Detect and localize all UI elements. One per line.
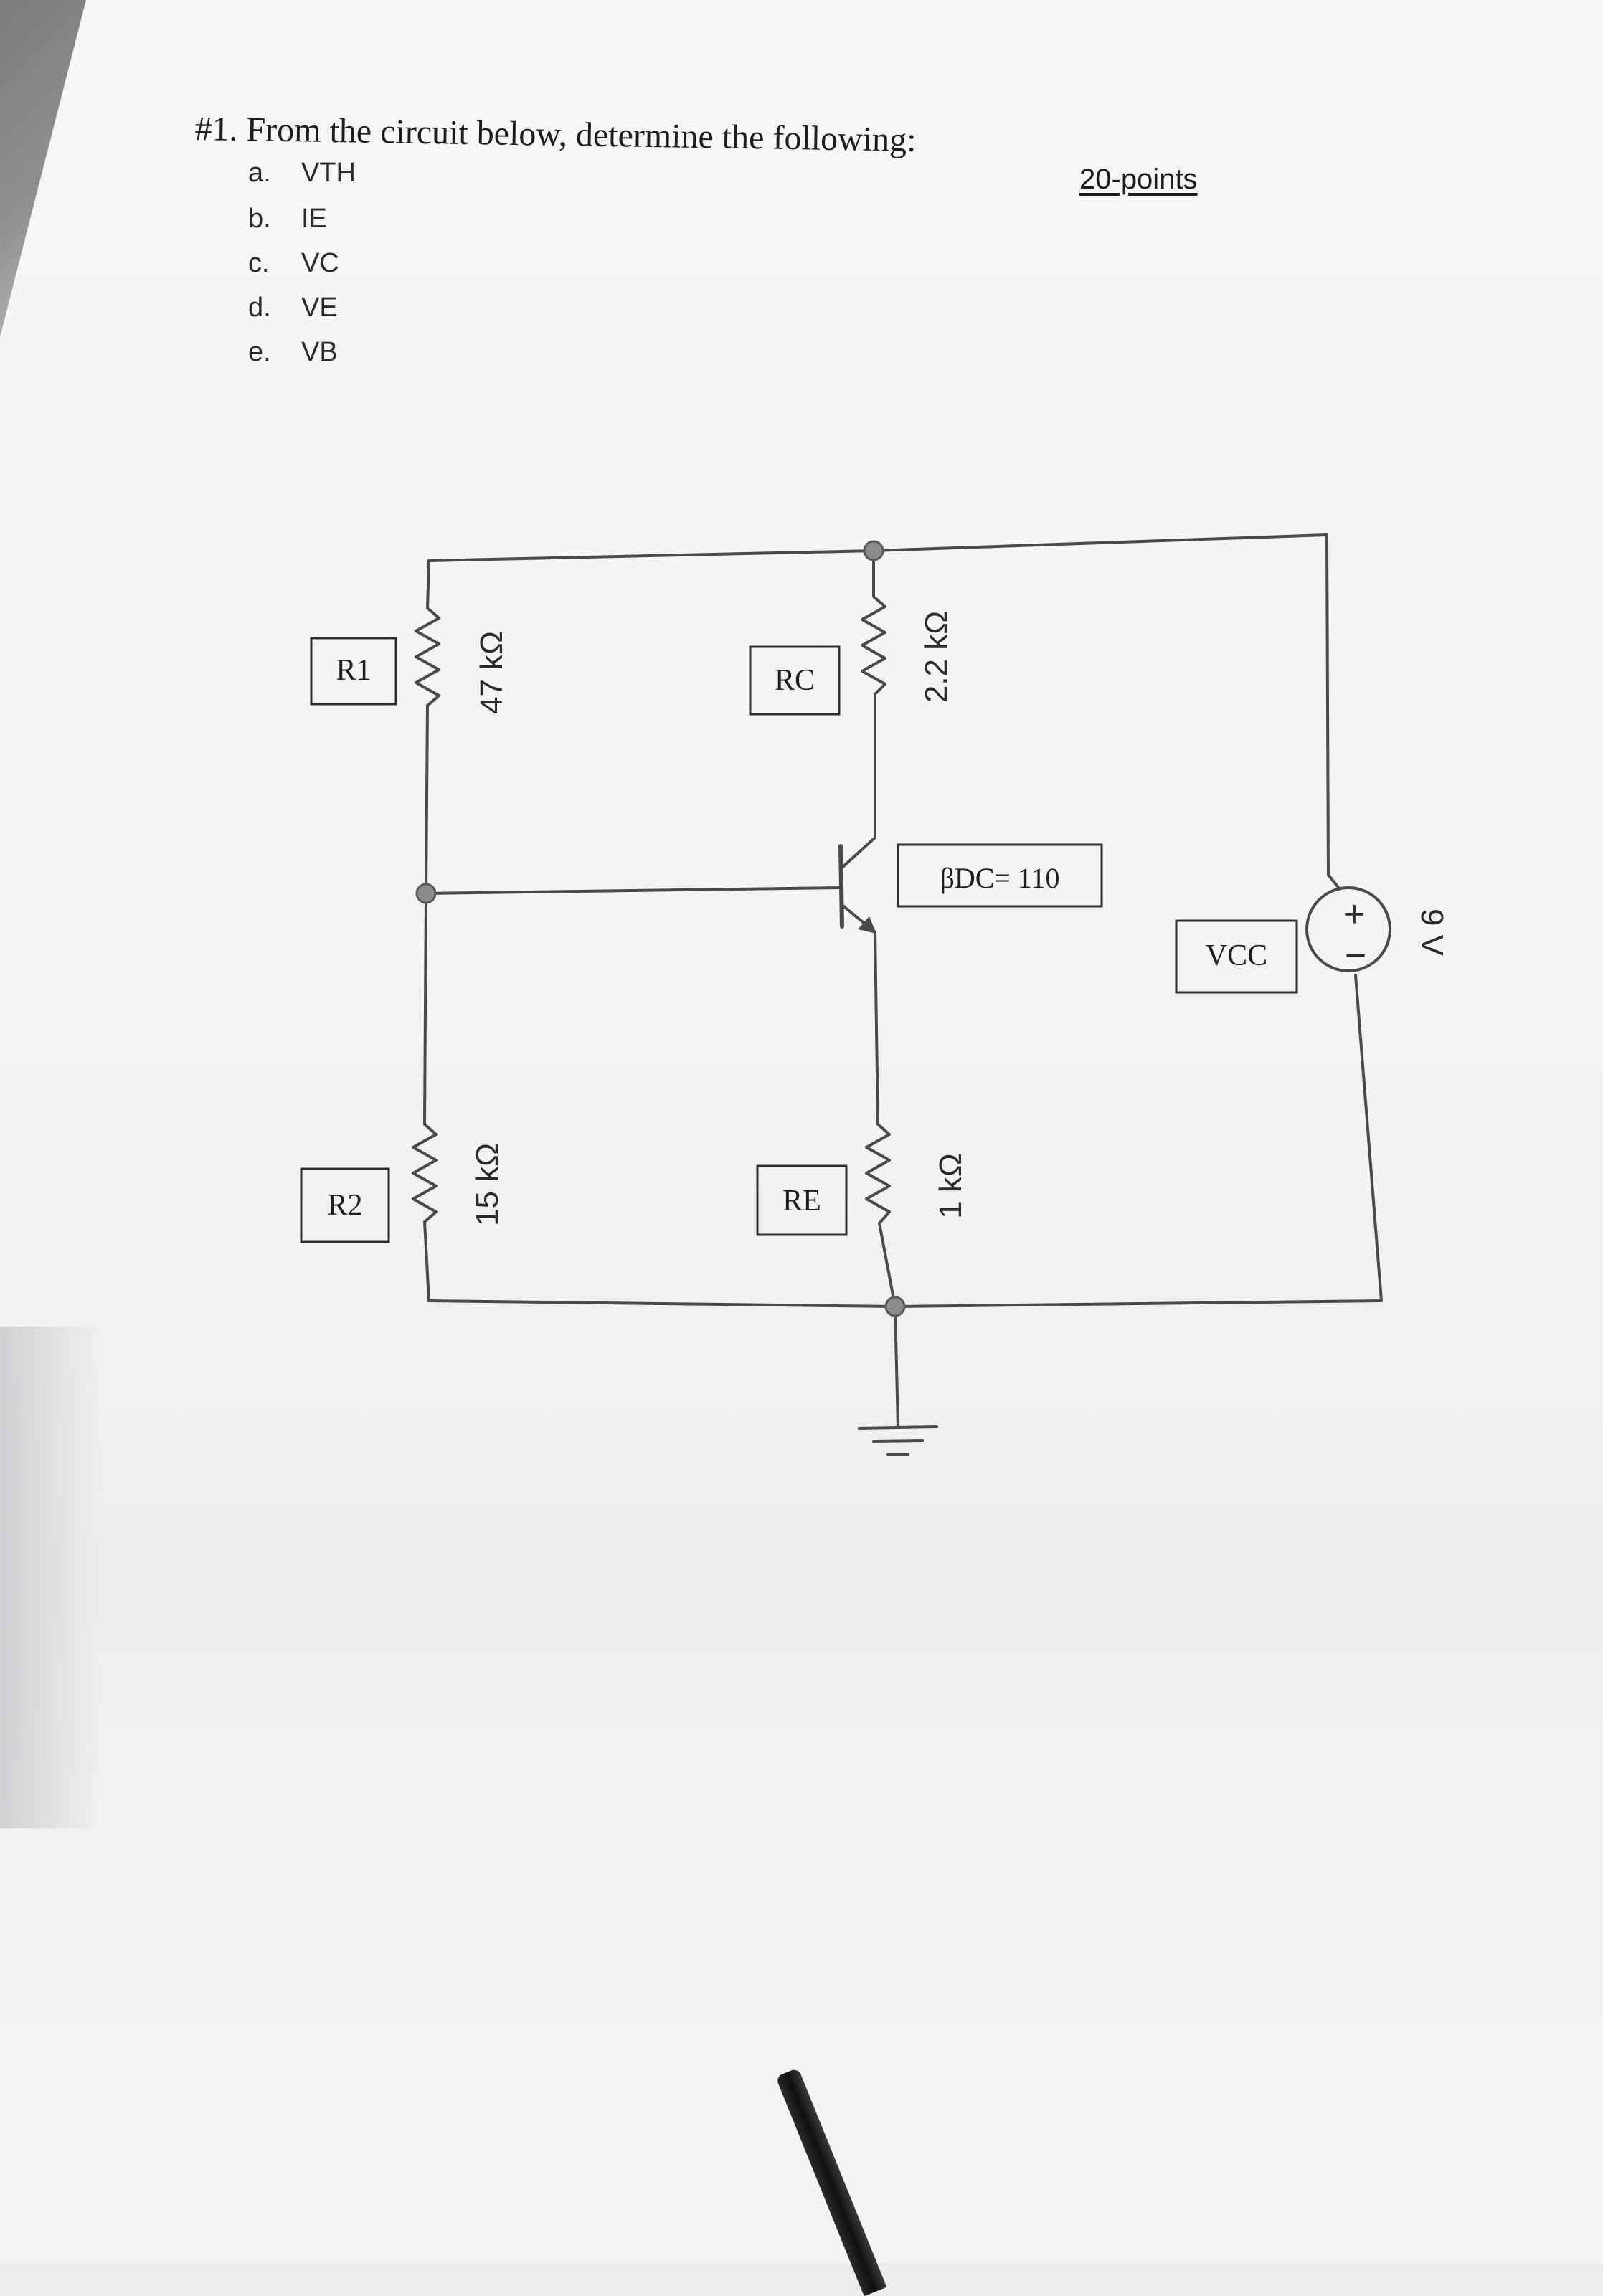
r2-wire-top	[423, 892, 427, 1126]
rc-resistor	[861, 595, 886, 696]
beta-value: βDC= 110	[940, 862, 1060, 894]
list-text: IE	[301, 204, 327, 234]
vcc-value: 9 V	[1414, 909, 1450, 957]
transistor-emitter	[841, 903, 879, 1126]
ground-wire	[894, 1305, 899, 1428]
list-item-a: a. VTH	[248, 158, 356, 189]
list-label: a.	[248, 158, 271, 188]
r1-name: R1	[336, 654, 371, 687]
base-wire	[425, 886, 842, 895]
list-item-b: b. IE	[248, 204, 327, 234]
junction-left	[415, 883, 437, 904]
re-label-box	[756, 1164, 848, 1236]
list-label: d.	[248, 293, 271, 323]
vcc-plus: +	[1343, 893, 1365, 935]
r2-resistor	[412, 1123, 438, 1223]
vcc-source	[1305, 886, 1391, 972]
ground-line-1	[858, 1425, 938, 1430]
beta-label-box	[897, 843, 1103, 908]
points-label: 20-points	[1079, 163, 1198, 195]
bottom-rail-wire	[427, 974, 1383, 1308]
emitter-arrow	[858, 916, 876, 934]
transistor-base-bar	[838, 844, 844, 929]
hand-shadow	[0, 1327, 100, 1828]
r2-value: 15 kΩ	[470, 1143, 505, 1226]
re-value: 1 kΩ	[933, 1153, 968, 1219]
vcc-minus: −	[1345, 935, 1366, 977]
r2-wire-bottom	[423, 1220, 430, 1302]
list-text: VTH	[301, 158, 356, 188]
re-wire-bottom	[878, 1222, 897, 1308]
r1-label-box	[310, 637, 397, 706]
transistor-collector	[841, 764, 876, 869]
list-item-e: e. VB	[248, 337, 338, 368]
list-label: b.	[248, 204, 271, 234]
r1-wire-top	[426, 559, 430, 609]
list-label: e.	[248, 337, 271, 367]
junction-bottom	[884, 1296, 906, 1317]
r1-wire-bottom	[425, 704, 429, 895]
re-name: RE	[782, 1185, 821, 1218]
vcc-wire-top	[1327, 873, 1341, 891]
list-label: c.	[248, 248, 270, 278]
junction-top	[863, 540, 884, 561]
rc-value: 2.2 kΩ	[919, 611, 954, 703]
r1-resistor	[415, 607, 440, 707]
r2-label-box	[300, 1167, 390, 1243]
list-text: VC	[301, 248, 339, 278]
list-item-d: d. VE	[248, 293, 338, 323]
rc-name: RC	[775, 664, 815, 697]
rc-label-box	[749, 645, 841, 716]
vcc-name: VCC	[1206, 939, 1267, 972]
list-text: VE	[301, 293, 338, 323]
r1-value: 47 kΩ	[474, 631, 509, 714]
list-item-c: c. VC	[248, 248, 339, 279]
list-text: VB	[301, 337, 338, 367]
vcc-label-box	[1175, 919, 1298, 994]
top-rail-wire	[427, 533, 1330, 876]
r2-name: R2	[327, 1189, 362, 1222]
re-resistor	[865, 1123, 891, 1225]
